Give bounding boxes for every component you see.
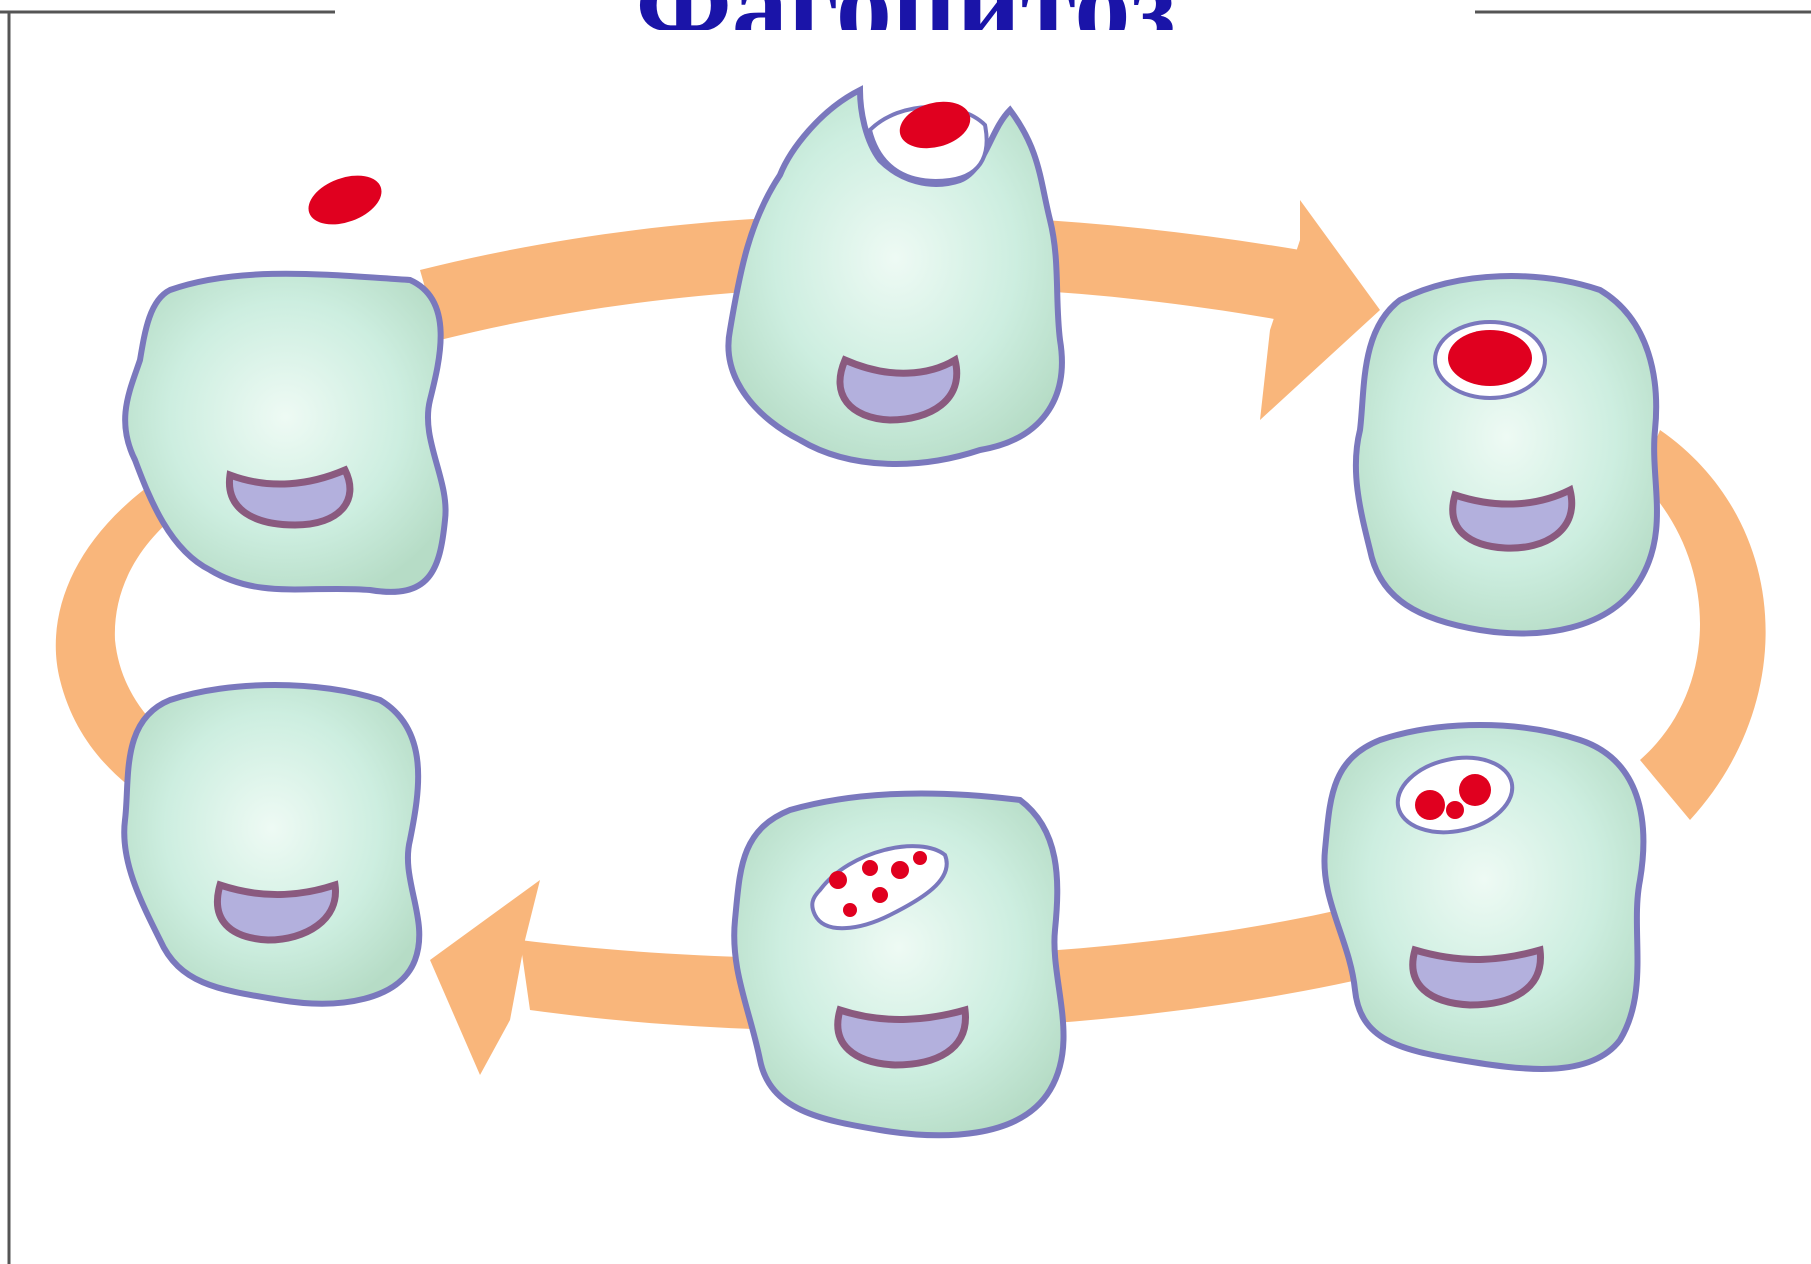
nucleus	[838, 1010, 966, 1065]
particle-fragment	[1459, 774, 1491, 806]
particle-fragment	[843, 903, 857, 917]
particle	[302, 166, 388, 233]
cell-stage-6	[124, 685, 419, 1004]
particle-fragment	[862, 860, 878, 876]
particle	[1448, 330, 1532, 386]
cell-membrane	[125, 274, 445, 592]
cell-stage-1	[125, 166, 445, 592]
particle-fragment	[829, 871, 847, 889]
cell-membrane	[124, 685, 419, 1004]
cell-stage-4	[1324, 725, 1643, 1069]
cell-stage-2	[728, 90, 1061, 464]
cell-stage-5	[734, 793, 1063, 1135]
particle-fragment	[913, 851, 927, 865]
cell-membrane	[734, 793, 1063, 1135]
particle-fragment	[1446, 801, 1464, 819]
nucleus	[1413, 950, 1541, 1005]
cell-stage-3	[1356, 276, 1657, 633]
particle-fragment	[1415, 790, 1445, 820]
particle-fragment	[872, 887, 888, 903]
particle-fragment	[891, 861, 909, 879]
